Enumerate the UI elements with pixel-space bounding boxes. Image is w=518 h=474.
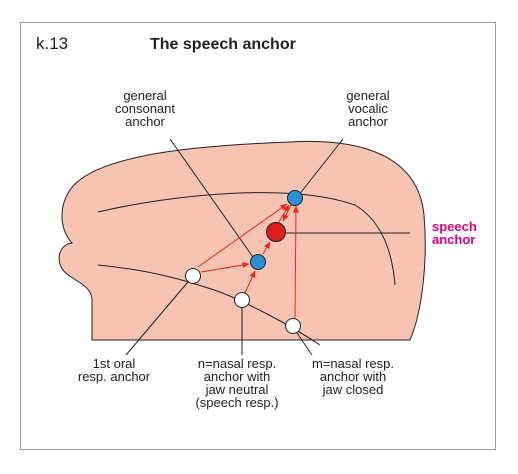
arrow-m-to-vocalic	[292, 205, 299, 319]
head-shape	[58, 140, 426, 341]
figure-code: k.13	[36, 34, 69, 53]
figure-title: The speech anchor	[150, 36, 296, 53]
arrow-oral-to-consonant	[200, 262, 250, 273]
first-oral-resp-anchor-node	[185, 268, 201, 284]
inner-curve-upper	[97, 192, 396, 286]
n-nasal-resp-anchor-label: n=nasal resp. anchor with jaw neutral (s…	[195, 356, 279, 410]
arrow-n-to-consonant	[244, 270, 256, 294]
general-vocalic-anchor-label: general vocalic anchor	[346, 88, 390, 129]
arrow-vocalic-to-speech	[282, 204, 292, 222]
arrow-speech-to-vocalic	[278, 204, 290, 223]
general-consonant-anchor-label: general consonant anchor	[115, 88, 175, 129]
leader-consonant	[169, 138, 256, 261]
general-consonant-anchor-node	[250, 254, 266, 270]
speech-anchor-node	[266, 222, 286, 242]
arrow-oral-to-vocalic	[197, 203, 288, 268]
first-oral-resp-anchor-label: 1st oral resp. anchor	[77, 356, 151, 384]
general-vocalic-anchor-node	[287, 190, 303, 206]
leader-oral	[125, 275, 194, 356]
speech-anchor-label: speech anchor	[432, 219, 477, 247]
arrow-consonant-to-speech	[262, 241, 271, 255]
leader-vocalic	[297, 138, 344, 197]
m-nasal-resp-anchor-label: m=nasal resp. anchor with jaw closed	[311, 356, 394, 397]
n-nasal-resp-anchor-node	[234, 292, 250, 308]
m-nasal-resp-anchor-node	[285, 318, 301, 334]
